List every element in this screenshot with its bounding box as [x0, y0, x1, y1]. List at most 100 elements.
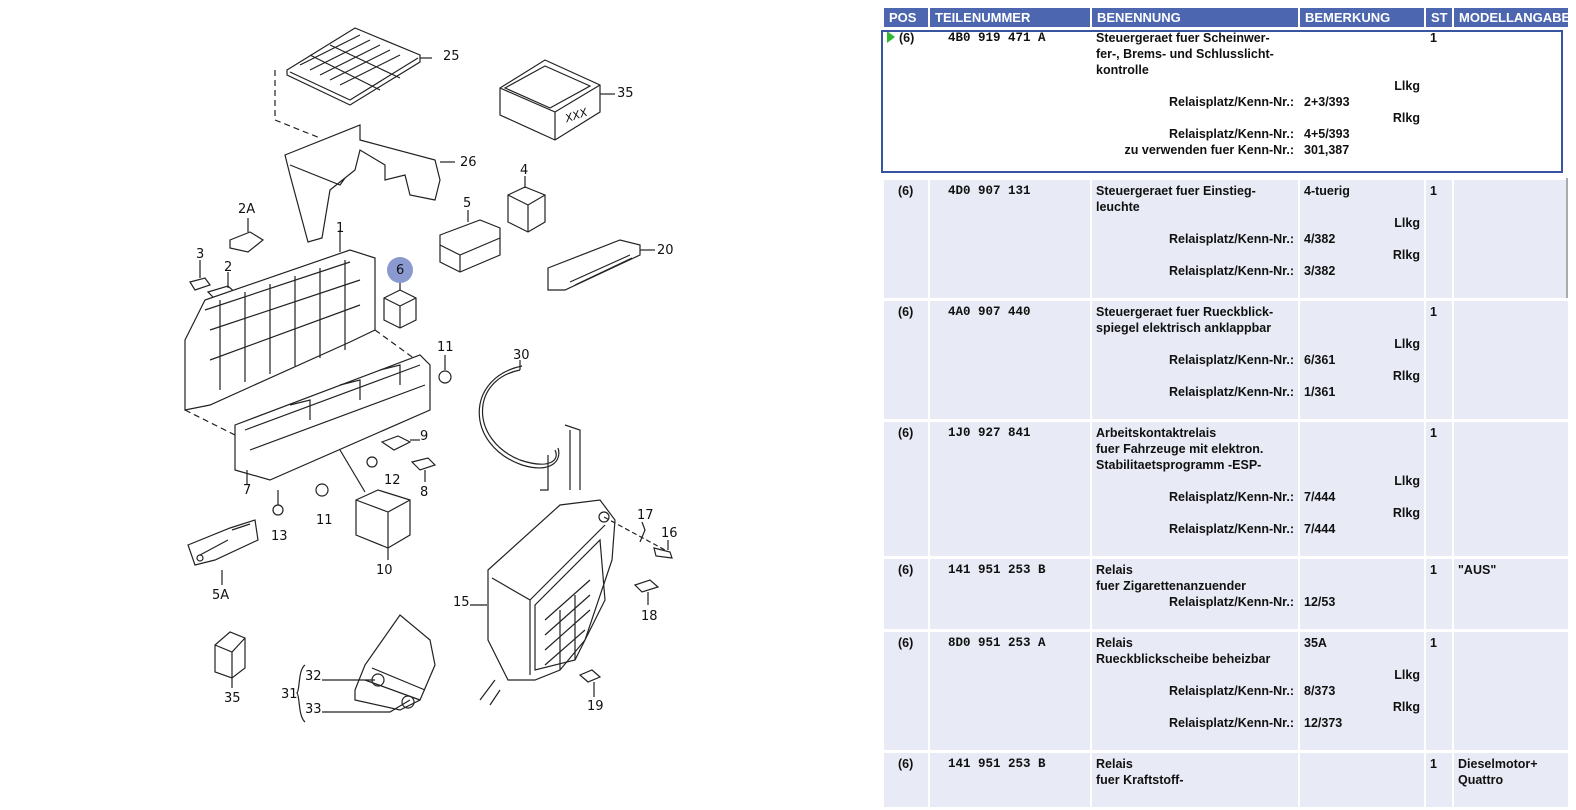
- spacer: [1096, 610, 1294, 626]
- part-1-carrier[interactable]: [184, 230, 431, 441]
- callout-18[interactable]: 18: [641, 609, 658, 624]
- part-35-relay[interactable]: [214, 631, 246, 688]
- cell-pos[interactable]: (6): [884, 632, 928, 753]
- callout-25[interactable]: 25: [443, 49, 460, 64]
- header-benennung[interactable]: BENENNUNG: [1092, 8, 1298, 27]
- side-label: Rlkg: [1392, 506, 1420, 520]
- part-11-nuts[interactable]: [272, 355, 452, 516]
- callout-8[interactable]: 8: [420, 485, 429, 500]
- spacer: [1096, 667, 1294, 683]
- callout-26[interactable]: 26: [460, 155, 477, 170]
- part-5A-bracket[interactable]: [187, 519, 259, 585]
- callout-31[interactable]: 31: [281, 687, 298, 702]
- spacer: [1096, 247, 1294, 263]
- callout-16[interactable]: 16: [661, 526, 678, 541]
- callout-3[interactable]: 3: [196, 247, 205, 262]
- pos-value: (6): [899, 31, 915, 45]
- relay-slot-value: 2+3/393: [1304, 95, 1350, 109]
- callout-1[interactable]: 1: [336, 221, 345, 236]
- part-2A[interactable]: [229, 218, 265, 253]
- callout-12[interactable]: 12: [384, 473, 401, 488]
- header-st[interactable]: ST: [1426, 8, 1452, 27]
- side-label: Llkg: [1394, 216, 1420, 230]
- relay-slot-value: 4/382: [1304, 232, 1336, 246]
- part-7-lower-carrier[interactable]: [234, 354, 431, 485]
- callout-10[interactable]: 10: [376, 563, 393, 578]
- callout-11[interactable]: 11: [437, 340, 454, 355]
- cell-pos[interactable]: (6): [884, 422, 928, 559]
- cell-pos[interactable]: (6): [884, 27, 928, 180]
- relay-slot-value: 301,387: [1304, 143, 1350, 157]
- part-30-cable[interactable]: [478, 360, 581, 491]
- cell-part-number[interactable]: 141 951 253 B: [930, 559, 1090, 632]
- callout-20[interactable]: 20: [657, 243, 674, 258]
- side-label: Llkg: [1394, 79, 1420, 93]
- callout-7[interactable]: 7: [243, 483, 252, 498]
- callout-5A[interactable]: 5A: [212, 588, 230, 603]
- part-15-box[interactable]: [470, 499, 616, 706]
- header-pos[interactable]: POS: [884, 8, 928, 27]
- relay-slot-value: 7/444: [1304, 522, 1336, 536]
- header-bemerkung[interactable]: BEMERKUNG: [1300, 8, 1424, 27]
- cell-pos[interactable]: (6): [884, 180, 928, 301]
- callout-35[interactable]: 35: [617, 86, 634, 101]
- callout-4[interactable]: 4: [520, 163, 529, 178]
- part-5-holder[interactable]: [439, 210, 501, 273]
- callout-33[interactable]: 33: [305, 702, 322, 717]
- spacer: [1096, 336, 1294, 352]
- pos-value: (6): [898, 305, 914, 319]
- callout-6[interactable]: 6: [396, 263, 405, 278]
- cell-part-number[interactable]: 1J0 927 841: [930, 422, 1090, 559]
- cell-part-number[interactable]: 4D0 907 131: [930, 180, 1090, 301]
- scrollbar[interactable]: [1566, 178, 1568, 298]
- cell-pos[interactable]: (6): [884, 301, 928, 422]
- part-16-17-18-19[interactable]: [578, 511, 673, 697]
- callout-32[interactable]: 32: [305, 669, 322, 684]
- remark-value: 4-tuerig: [1304, 184, 1350, 198]
- callout-11b[interactable]: 11: [316, 513, 333, 528]
- part-10-relay[interactable]: [339, 449, 411, 560]
- callout-9[interactable]: 9: [420, 429, 429, 444]
- callout-5[interactable]: 5: [463, 196, 472, 211]
- callout-2[interactable]: 2: [224, 260, 233, 275]
- part-26-cover[interactable]: [274, 70, 455, 243]
- callout-19[interactable]: 19: [587, 699, 604, 714]
- callout-35b[interactable]: 35: [224, 691, 241, 706]
- spacer: [1304, 457, 1420, 473]
- part-31-holder[interactable]: [296, 614, 436, 723]
- spacer: [1096, 400, 1294, 416]
- callout-2A[interactable]: 2A: [238, 202, 256, 217]
- spacer: [1304, 199, 1420, 215]
- cell-part-number[interactable]: 4B0 919 471 A: [930, 27, 1090, 180]
- part-9-8-clips[interactable]: [380, 435, 437, 482]
- callout-30[interactable]: 30: [513, 348, 530, 363]
- callout-17[interactable]: 17: [637, 508, 654, 523]
- cell-pos[interactable]: (6): [884, 753, 928, 810]
- header-teilenummer[interactable]: TEILENUMMER: [930, 8, 1090, 27]
- header-modellangabe[interactable]: MODELLANGABE: [1454, 8, 1570, 27]
- cell-part-number[interactable]: 4A0 907 440: [930, 301, 1090, 422]
- cell-pos[interactable]: (6): [884, 559, 928, 632]
- relay-slot-label: Relaisplatz/Kenn-Nr.:: [1168, 95, 1294, 109]
- spacer: [1304, 320, 1420, 336]
- cell-model: [1454, 180, 1568, 301]
- remark-value: [1304, 30, 1420, 46]
- part-6-relay[interactable]: [383, 280, 417, 329]
- part-25-lid[interactable]: [286, 27, 432, 106]
- cell-part-number[interactable]: 141 951 253 B: [930, 753, 1090, 810]
- relay-slot-label: Relaisplatz/Kenn-Nr.:: [1168, 385, 1294, 399]
- part-20-strip[interactable]: [547, 239, 655, 291]
- part-4-relay[interactable]: [507, 176, 546, 233]
- callout-15[interactable]: 15: [453, 595, 470, 610]
- part-35-module[interactable]: [499, 59, 615, 141]
- callout-13[interactable]: 13: [271, 529, 288, 544]
- cell-part-number[interactable]: 8D0 951 253 A: [930, 632, 1090, 753]
